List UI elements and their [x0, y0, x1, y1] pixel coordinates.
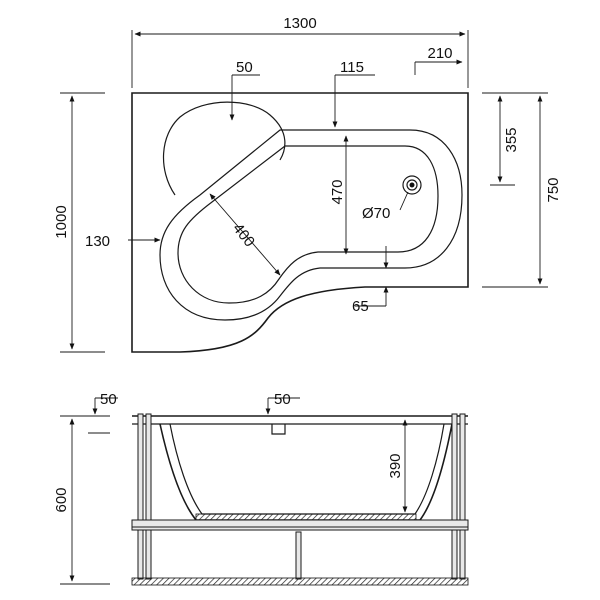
dim-rim-bottom: 65: [352, 246, 389, 315]
dim-rim-offset-right: 355: [490, 92, 520, 186]
dim-basin-diagonal: 400: [209, 193, 281, 276]
headrest-circle: [163, 101, 286, 196]
label-470: 470: [329, 179, 346, 204]
side-view: 50 50 390 600: [53, 391, 469, 586]
leg-right-outer: [459, 413, 466, 580]
label-355: 355: [503, 127, 520, 152]
dim-seat-height: 50: [265, 391, 300, 415]
label-115: 115: [340, 59, 364, 76]
label-side-50-seat: 50: [274, 391, 291, 408]
frame-crossbar-lower: [131, 526, 469, 531]
label-750: 750: [545, 177, 562, 202]
dim-depth-left: 1000: [53, 92, 105, 353]
frame-crossbar: [131, 519, 469, 528]
label-1000: 1000: [53, 205, 70, 238]
dim-basin-width: 470: [329, 135, 349, 255]
dim-offset-right: 210: [414, 45, 463, 75]
label-400: 400: [229, 220, 258, 250]
label-1300: 1300: [283, 15, 316, 32]
label-65: 65: [352, 298, 369, 315]
leg-right-inner: [451, 413, 458, 580]
label-side-50-left: 50: [100, 391, 117, 408]
dim-drain-diameter: Ø70: [362, 191, 409, 222]
label-130: 130: [85, 233, 110, 250]
basin-floor-outline: [177, 145, 439, 304]
tub-outer-outline: [131, 92, 469, 353]
dim-rim-left: 130: [85, 233, 161, 250]
dim-seat-rim: 50: [229, 59, 260, 121]
leg-left-outer: [137, 413, 144, 580]
label-210: 210: [427, 45, 452, 62]
dim-rim-top: 115: [332, 59, 375, 128]
dim-depth-right: 750: [482, 92, 562, 288]
tub-shell-profile: [159, 423, 453, 521]
label-600: 600: [53, 487, 70, 512]
drain: [402, 175, 422, 195]
leg-center: [295, 531, 302, 580]
label-390: 390: [387, 453, 404, 478]
basin-rim-outline: [159, 129, 463, 321]
label-seat-50: 50: [236, 59, 253, 76]
top-view: 1300 210 50 115 1000: [53, 15, 562, 353]
label-drain-70: Ø70: [362, 205, 390, 222]
seat-step: [271, 424, 286, 435]
dim-inner-depth: 390: [387, 419, 408, 513]
floor-hatch: [131, 577, 469, 586]
dim-overall-width: 1300: [131, 15, 469, 88]
dim-total-height: 600: [53, 415, 110, 585]
dim-rim-thickness: 50: [88, 391, 118, 434]
leg-left-inner: [145, 413, 152, 580]
